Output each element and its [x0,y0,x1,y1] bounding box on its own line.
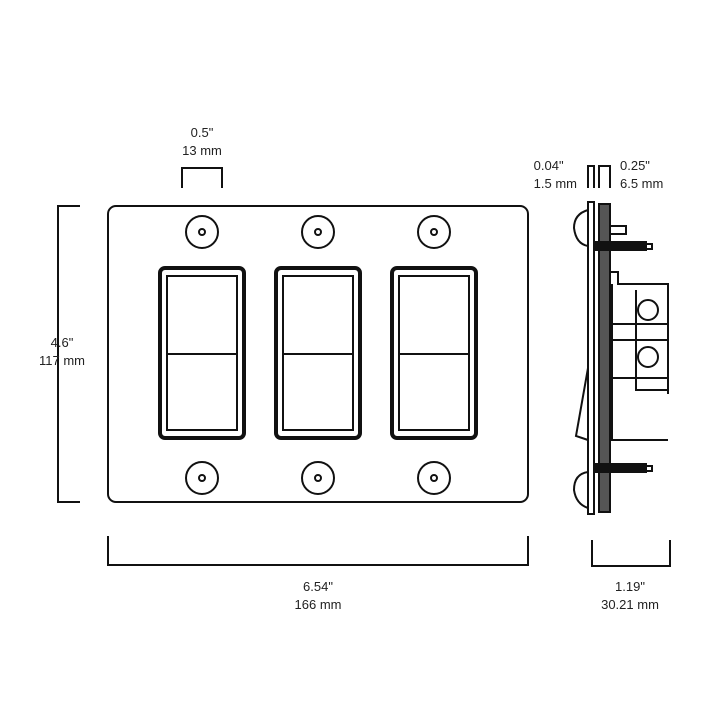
plate-thickness-mm: 1.5 mm [533,176,577,191]
rocker-switches [158,266,478,440]
depth-bracket [591,540,671,567]
width-bracket [107,536,529,566]
backplate-thickness-label: 0.25" 6.5 mm [620,157,663,193]
plate-thickness-inches: 0.04" [533,158,564,173]
screws [185,215,451,495]
backplate-thickness-mm: 6.5 mm [620,176,664,191]
rocker-width-inches: 0.5" [190,125,214,140]
side-view [572,201,669,515]
terminal-screw-icon [637,299,659,321]
rocker-switch [390,266,478,440]
width-mm: 166 mm [294,597,342,612]
height-bracket [57,205,80,503]
terminal-screw-icon [637,346,659,368]
front-plate [107,205,529,503]
depth-label: 1.19" 30.21 mm [601,578,659,614]
depth-inches: 1.19" [615,579,645,594]
rocker-width-bracket [181,167,223,188]
screw-icon [301,215,335,249]
plate-thickness-bracket [587,165,595,188]
rocker-width-label: 0.5" 13 mm [182,124,222,160]
height-inches: 4.6" [50,335,74,350]
backplate-thickness-bracket [598,165,611,188]
screw-icon [417,215,451,249]
plate-thickness-label: 0.04" 1.5 mm [534,157,577,193]
height-mm: 117 mm [39,353,85,368]
depth-mm: 30.21 mm [601,597,659,612]
screw-icon [301,461,335,495]
width-label: 6.54" 166 mm [295,578,342,614]
screw-icon [417,461,451,495]
screw-icon [185,461,219,495]
height-label: 4.6" 117 mm [39,334,85,370]
rocker-switch [158,266,246,440]
screw-icon [185,215,219,249]
backplate-thickness-inches: 0.25" [620,158,650,173]
rocker-switch [274,266,362,440]
rocker-width-mm: 13 mm [182,143,222,158]
width-inches: 6.54" [303,579,333,594]
